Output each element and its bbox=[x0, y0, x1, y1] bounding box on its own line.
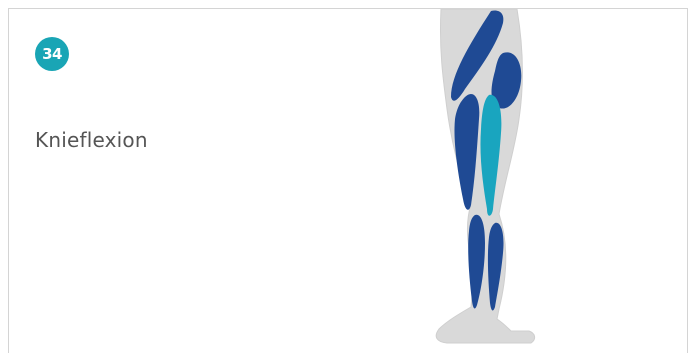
exercise-card: 34 Knieflexion bbox=[8, 8, 688, 353]
exercise-number-badge: 34 bbox=[35, 37, 69, 71]
exercise-title: Knieflexion bbox=[35, 128, 148, 152]
leg-muscle-illustration bbox=[419, 9, 549, 353]
